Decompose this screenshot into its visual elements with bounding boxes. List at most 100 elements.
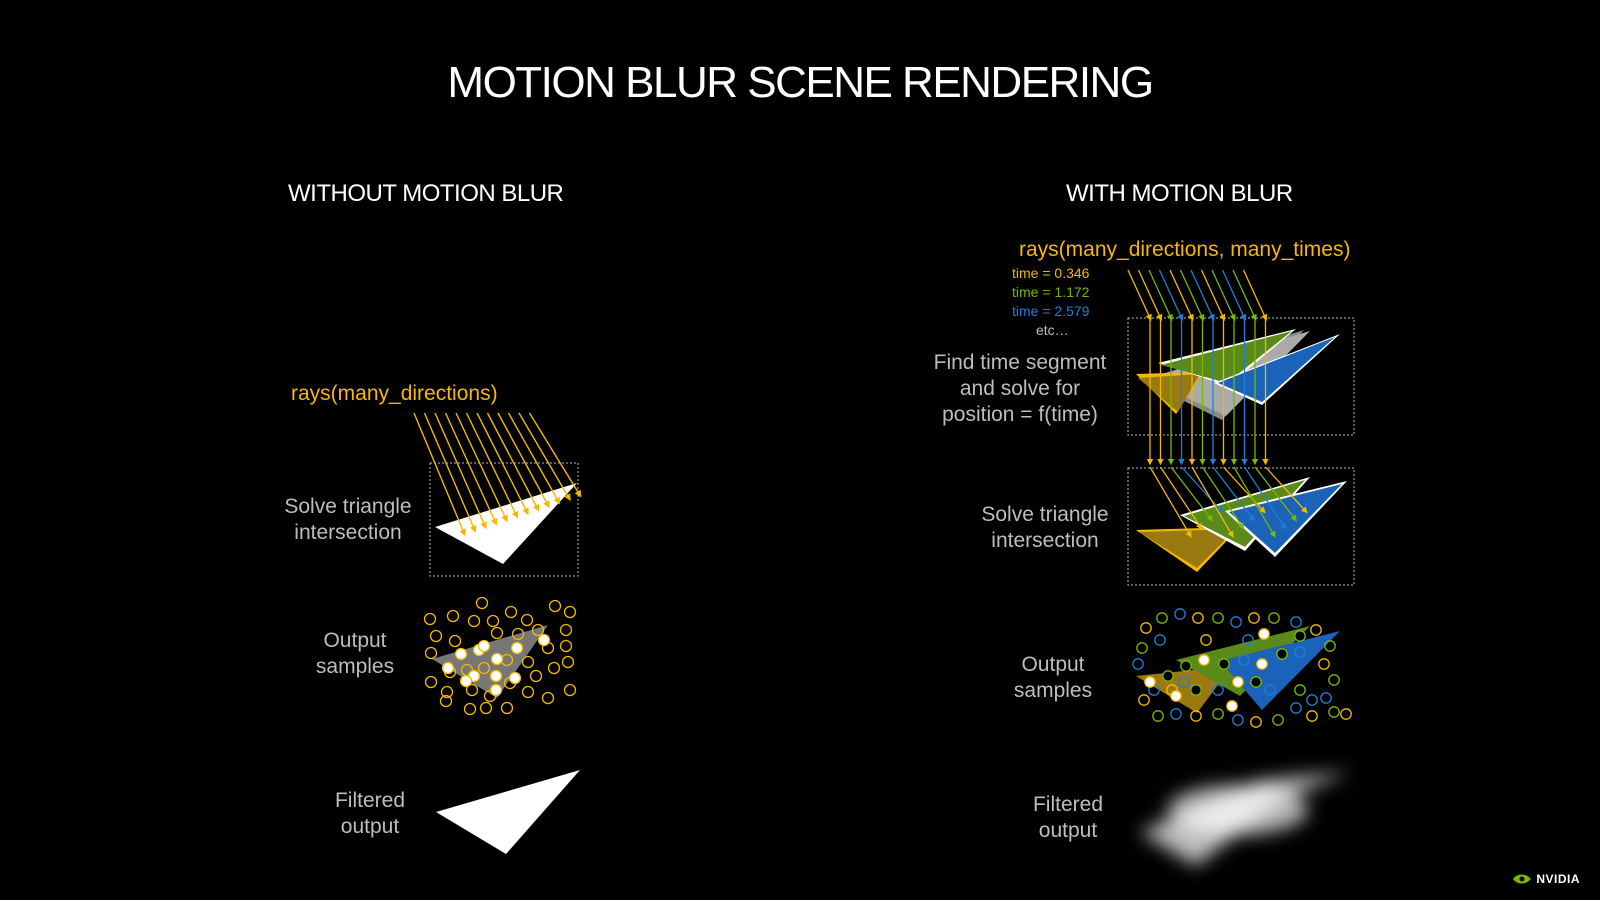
sample-miss	[563, 683, 577, 697]
sample-miss	[448, 634, 462, 648]
sample-hit	[1256, 658, 1268, 670]
sample-miss	[1174, 608, 1186, 620]
sample-miss	[1328, 706, 1340, 718]
sample-hit	[1258, 628, 1270, 640]
slide-title: MOTION BLUR SCENE RENDERING	[447, 58, 1154, 107]
sample-hit	[477, 639, 491, 653]
ray	[413, 412, 466, 537]
intersect-triangle-t1	[1139, 529, 1236, 568]
sample-miss	[559, 623, 573, 637]
sample-miss	[1268, 612, 1280, 624]
sample-miss	[1318, 658, 1330, 670]
sample-miss	[479, 701, 493, 715]
sample-miss	[548, 599, 562, 613]
ray-incoming	[1211, 269, 1236, 321]
ray-incoming	[1169, 269, 1194, 321]
sample-miss	[1272, 714, 1284, 726]
time-label-3: time = 2.579	[1012, 303, 1090, 319]
ray	[423, 412, 477, 533]
sample-miss	[446, 609, 460, 623]
sample-hit	[1264, 684, 1276, 696]
sample-hit	[1276, 648, 1288, 660]
left-sample-circles	[423, 596, 577, 716]
sample-miss	[1230, 616, 1242, 628]
right-step-output-samples: Output samples	[1013, 653, 1093, 702]
sample-hit	[1238, 654, 1250, 666]
sample-hit	[489, 683, 503, 697]
sample-miss	[1306, 710, 1318, 722]
sample-hit	[1294, 630, 1306, 642]
left-filtered-triangle	[436, 770, 580, 854]
sample-miss	[1232, 714, 1244, 726]
sample-miss	[1138, 694, 1150, 706]
sample-miss	[477, 661, 491, 675]
sample-hit	[537, 633, 551, 647]
time-label-1: time = 0.346	[1012, 265, 1090, 281]
ray-incoming	[1200, 269, 1226, 321]
right-step-intersection: Solve triangle intersection	[981, 503, 1109, 552]
right-rays-intersecting	[1149, 466, 1308, 538]
sample-hit	[1294, 646, 1306, 658]
sample-miss	[529, 669, 543, 683]
right-output-samples-figure	[1132, 608, 1352, 728]
left-rays-label: rays(many_directions)	[291, 382, 498, 405]
sample-hit	[1144, 676, 1156, 688]
right-time-segment-figure	[1127, 269, 1355, 466]
sample-hit	[1190, 684, 1202, 696]
ray-intersect	[1181, 466, 1224, 514]
sample-miss	[1212, 708, 1224, 720]
ray-incoming	[1127, 269, 1152, 321]
sample-hit	[1226, 700, 1238, 712]
ray	[455, 412, 508, 523]
right-intersection-box	[1127, 467, 1355, 586]
ray	[465, 412, 519, 519]
sample-hit	[1250, 676, 1262, 688]
ray-intersect	[1223, 466, 1266, 514]
ray-intersect	[1265, 466, 1308, 514]
sample-miss	[561, 655, 575, 669]
sample-miss	[559, 639, 573, 653]
sample-miss	[424, 646, 438, 660]
left-intersection-box	[429, 462, 579, 577]
ray-intersect	[1201, 466, 1245, 530]
right-step-filtered-output: Filtered output	[1032, 793, 1104, 842]
ray-incoming	[1179, 269, 1205, 321]
sample-hit	[1180, 660, 1192, 672]
ray-incoming	[1232, 269, 1257, 321]
sample-hit	[1218, 658, 1230, 670]
ray-intersect	[1170, 466, 1213, 522]
sample-miss	[520, 613, 534, 627]
sample-hit	[459, 674, 473, 688]
sample-hit	[490, 652, 504, 666]
left-step-output-samples: Output samples	[315, 629, 395, 678]
sample-hit	[1198, 654, 1210, 666]
ray-intersect	[1191, 466, 1234, 538]
ray	[518, 412, 571, 502]
sample-hit	[1162, 670, 1174, 682]
ray	[476, 412, 529, 516]
ray-incoming	[1190, 269, 1215, 321]
ray-intersect	[1254, 466, 1297, 522]
sample-hit	[1178, 676, 1190, 688]
ray	[434, 412, 487, 530]
sample-miss	[1328, 674, 1340, 686]
sample-miss	[1306, 694, 1318, 706]
right-rays-incoming	[1127, 269, 1269, 466]
ray-intersect	[1233, 466, 1276, 538]
left-step-intersection: Solve triangle intersection	[284, 495, 412, 544]
right-intersection-figure	[1127, 466, 1355, 586]
nvidia-logo: NVIDIA	[1512, 872, 1580, 886]
ray	[486, 412, 540, 512]
sample-hit	[1232, 676, 1244, 688]
sample-miss	[1190, 710, 1202, 722]
sample-miss	[440, 685, 454, 699]
sample-miss	[563, 605, 577, 619]
sample-miss	[504, 605, 518, 619]
sample-miss	[1320, 692, 1332, 704]
sample-miss	[547, 661, 561, 675]
sample-miss	[1152, 710, 1164, 722]
right-sample-circles	[1132, 608, 1352, 728]
ray-intersect	[1212, 466, 1255, 522]
ray	[497, 412, 550, 509]
